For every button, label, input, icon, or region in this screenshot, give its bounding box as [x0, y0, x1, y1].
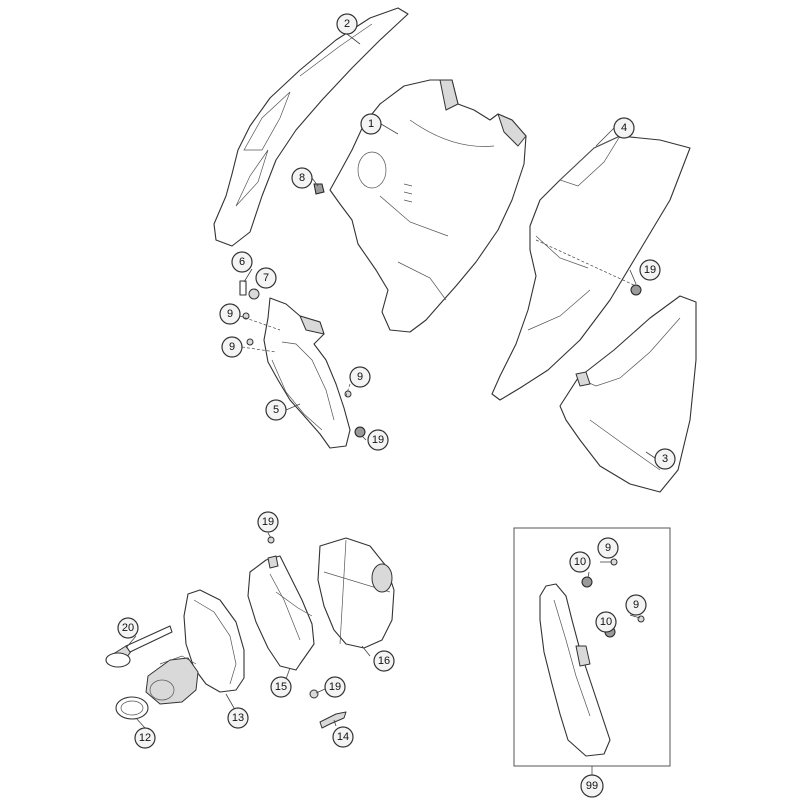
callout-9d: 9 — [597, 537, 619, 559]
callout-2: 2 — [336, 13, 358, 35]
callout-9b: 9 — [221, 336, 243, 358]
callout-15-label: 15 — [275, 681, 287, 693]
part-14-clip — [319, 711, 347, 729]
callout-9d-label: 9 — [605, 542, 611, 554]
callout-4: 4 — [613, 117, 635, 139]
callout-10a-label: 10 — [574, 556, 586, 568]
callout-1: 1 — [360, 113, 382, 135]
callout-7: 7 — [255, 267, 277, 289]
part-4-side-panel — [491, 135, 691, 401]
callout-10b: 10 — [595, 611, 617, 633]
callout-10a: 10 — [569, 551, 591, 573]
callout-9a-label: 9 — [227, 308, 233, 320]
callout-8-label: 8 — [299, 172, 305, 184]
callout-14-label: 14 — [337, 731, 349, 743]
leader-lines — [125, 33, 656, 775]
callout-20: 20 — [117, 617, 139, 639]
callout-99: 99 — [580, 774, 604, 798]
callout-19b: 19 — [639, 259, 661, 281]
callout-1-label: 1 — [368, 118, 374, 130]
callout-6-label: 6 — [239, 256, 245, 268]
callout-3: 3 — [654, 448, 676, 470]
callout-19c: 19 — [257, 511, 279, 533]
part-3-airbox-cover — [559, 295, 697, 493]
callout-19a: 19 — [367, 429, 389, 451]
callout-12-label: 12 — [139, 732, 151, 744]
callout-19a-label: 19 — [372, 434, 384, 446]
callout-2-label: 2 — [344, 18, 350, 30]
callout-9a: 9 — [219, 303, 241, 325]
callout-9e-label: 9 — [633, 599, 639, 611]
callout-16-label: 16 — [378, 655, 390, 667]
callout-10b-label: 10 — [600, 616, 612, 628]
part-15-filter-cage — [247, 536, 315, 671]
part-13-filter-box — [145, 589, 245, 705]
part-2-side-plate — [213, 7, 409, 247]
callout-14: 14 — [332, 726, 354, 748]
callout-13-label: 13 — [232, 712, 244, 724]
callout-19b-label: 19 — [644, 264, 656, 276]
part-12-hose-clamp — [115, 696, 149, 720]
fasteners-upper — [239, 183, 642, 438]
callouts: 2 1 4 8 6 7 9 9 9 5 19 1 — [117, 13, 676, 798]
part-1-airbox — [329, 79, 527, 333]
fastener-19-lower — [309, 689, 319, 699]
callout-13: 13 — [227, 707, 249, 729]
part-20-screw — [105, 625, 173, 668]
callout-3-label: 3 — [662, 453, 668, 465]
callout-19d: 19 — [324, 676, 346, 698]
callout-9e: 9 — [625, 594, 647, 616]
callout-4-label: 4 — [621, 122, 627, 134]
callout-9c: 9 — [349, 366, 371, 388]
callout-5: 5 — [265, 399, 287, 421]
callout-9b-label: 9 — [229, 341, 235, 353]
callout-8: 8 — [291, 167, 313, 189]
callout-7-label: 7 — [263, 272, 269, 284]
callout-19c-label: 19 — [262, 516, 274, 528]
callout-6: 6 — [231, 251, 253, 273]
callout-16: 16 — [373, 650, 395, 672]
part-5-bracket — [263, 297, 351, 449]
callout-99-label: 99 — [586, 780, 598, 792]
part-16-air-filter — [317, 537, 395, 649]
callout-12: 12 — [134, 727, 156, 749]
callout-5-label: 5 — [273, 404, 279, 416]
callout-20-label: 20 — [122, 622, 134, 634]
callout-19d-label: 19 — [329, 681, 341, 693]
callout-9c-label: 9 — [357, 371, 363, 383]
callout-15: 15 — [270, 676, 292, 698]
kit-99-frame — [513, 527, 671, 767]
